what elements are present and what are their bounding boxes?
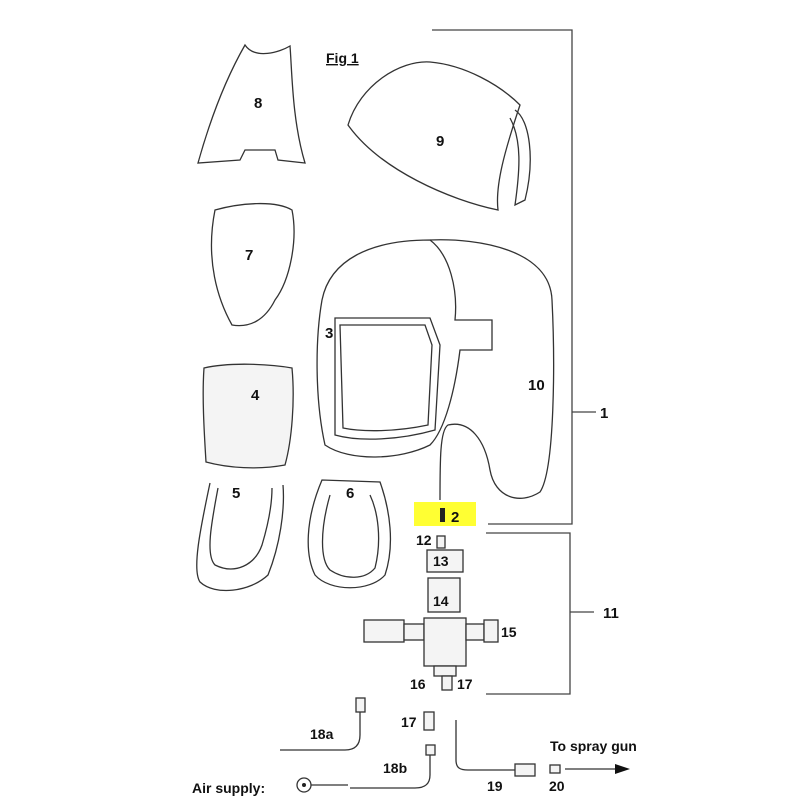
bracket-assembly-1 bbox=[432, 29, 596, 525]
part-17-fitting bbox=[423, 711, 435, 731]
label-16: 16 bbox=[410, 676, 426, 692]
part-2-connector bbox=[440, 508, 445, 522]
label-4: 4 bbox=[251, 387, 260, 404]
label-6: 6 bbox=[346, 485, 354, 502]
label-3: 3 bbox=[325, 325, 333, 342]
label-12: 12 bbox=[416, 532, 432, 548]
part-4-lens bbox=[202, 363, 294, 469]
label-18b: 18b bbox=[383, 760, 407, 776]
air-supply-label: Air supply: bbox=[192, 780, 265, 796]
label-11: 11 bbox=[603, 605, 619, 622]
label-2: 2 bbox=[451, 509, 459, 526]
regulator-assembly bbox=[363, 535, 499, 691]
label-5: 5 bbox=[232, 485, 240, 502]
bracket-assembly-11 bbox=[486, 532, 594, 695]
to-spray-gun-label: To spray gun bbox=[550, 738, 637, 754]
part-9-hood bbox=[347, 61, 521, 211]
label-17-loose: 17 bbox=[401, 714, 417, 730]
label-8: 8 bbox=[254, 95, 262, 112]
part-20-fitting bbox=[549, 764, 561, 774]
label-9: 9 bbox=[436, 133, 444, 150]
part-18b-hose bbox=[350, 750, 431, 789]
label-18a: 18a bbox=[310, 726, 334, 742]
arrow-right-icon bbox=[615, 764, 630, 774]
label-7: 7 bbox=[245, 247, 253, 264]
part-3-helmet bbox=[316, 239, 493, 458]
label-13: 13 bbox=[433, 553, 449, 569]
part-7-visor bbox=[210, 202, 295, 327]
part-18a-hose bbox=[280, 700, 361, 751]
part-19-hose bbox=[455, 720, 515, 771]
part-8-shroud bbox=[197, 43, 306, 164]
figure-title: Fig 1 bbox=[326, 50, 359, 66]
part-6-face-seal bbox=[307, 479, 392, 589]
label-19: 19 bbox=[487, 778, 503, 794]
label-14: 14 bbox=[433, 593, 449, 609]
label-15: 15 bbox=[501, 624, 517, 640]
part-10-hose bbox=[429, 239, 555, 501]
label-10: 10 bbox=[528, 377, 545, 394]
label-20: 20 bbox=[549, 778, 565, 794]
label-1: 1 bbox=[600, 405, 608, 422]
label-17: 17 bbox=[457, 676, 473, 692]
part-5-face-seal bbox=[196, 482, 285, 592]
